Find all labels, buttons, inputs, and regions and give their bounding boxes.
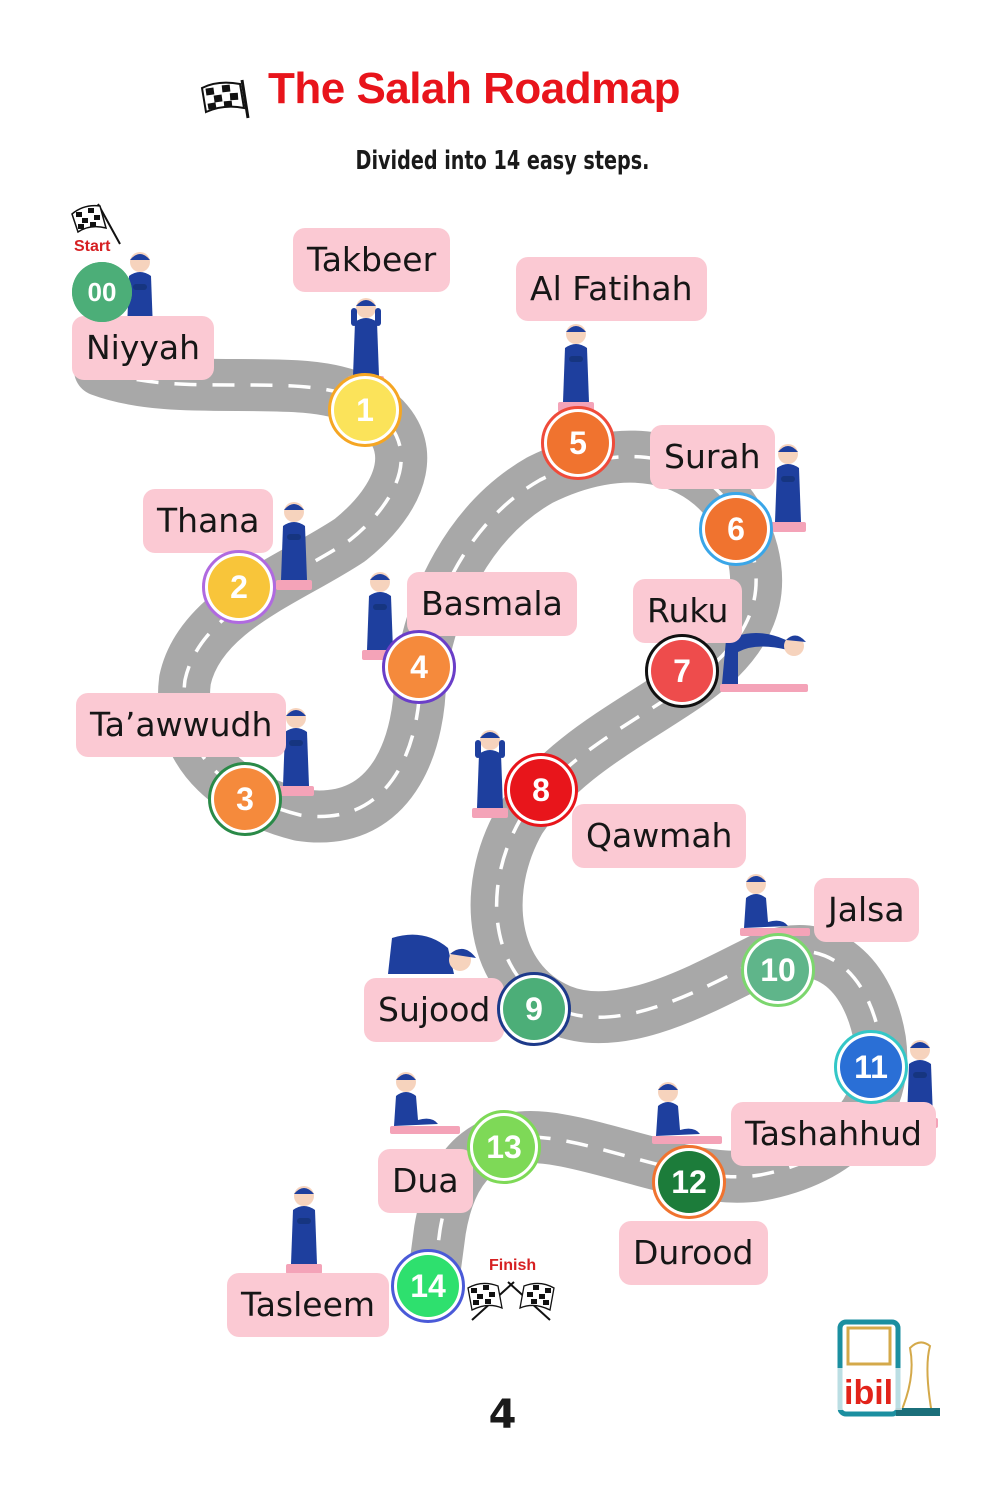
step-badge-11: 11: [834, 1030, 908, 1104]
step-label-qawmah: Qawmah: [572, 804, 747, 868]
step-badge-00: 00: [72, 262, 132, 322]
start-marker-text: Start: [74, 238, 111, 255]
step-label-niyyah: Niyyah: [72, 316, 215, 380]
step-label-ruku: Ruku: [633, 579, 743, 643]
step-label-sujood: Sujood: [364, 978, 505, 1042]
step-label-takbeer: Takbeer: [293, 228, 451, 292]
praying-figure-al-fatihah: [558, 324, 594, 412]
praying-figure-thana: [276, 502, 312, 590]
step-badge-8: 8: [504, 753, 578, 827]
step-label-taawwudh: Ta’awwudh: [76, 693, 287, 757]
step-label-al-fatihah: Al Fatihah: [516, 257, 707, 321]
step-badge-10: 10: [741, 933, 815, 1007]
step-badge-2: 2: [202, 550, 276, 624]
praying-figure-qawmah: [472, 730, 508, 818]
bowing-figure-ruku: [720, 633, 808, 692]
step-badge-4: 4: [382, 630, 456, 704]
step-label-thana: Thana: [143, 489, 274, 553]
sitting-figure-durood: [652, 1082, 722, 1144]
step-badge-9: 9: [497, 972, 571, 1046]
page-subtitle: Divided into 14 easy steps.: [355, 146, 650, 176]
page-number: 4: [488, 1392, 517, 1438]
finish-flags-icon: [467, 1281, 555, 1321]
prostrating-figure-sujood: [388, 934, 476, 974]
step-badge-14: 14: [391, 1249, 465, 1323]
praying-figure-basmala: [362, 572, 398, 660]
logo-text: ibil: [844, 1374, 893, 1412]
start-flag-icon: [71, 203, 121, 245]
sitting-figure-jalsa: [740, 874, 810, 936]
step-badge-5: 5: [541, 406, 615, 480]
step-badge-3: 3: [208, 762, 282, 836]
step-badge-1: 1: [328, 373, 402, 447]
step-badge-6: 6: [699, 492, 773, 566]
step-label-tasleem: Tasleem: [227, 1273, 390, 1337]
step-label-durood: Durood: [619, 1221, 768, 1285]
sitting-figure-dua: [390, 1072, 460, 1134]
step-badge-13: 13: [467, 1110, 541, 1184]
praying-figure-taawwudh: [278, 708, 314, 796]
praying-figure-tasleem: [286, 1186, 322, 1274]
step-label-jalsa: Jalsa: [814, 878, 919, 942]
step-label-surah: Surah: [650, 425, 775, 489]
ibil-logo: ibil: [836, 1319, 940, 1417]
checkered-flag-icon: [200, 79, 250, 119]
step-badge-7: 7: [645, 634, 719, 708]
step-label-dua: Dua: [378, 1149, 473, 1213]
finish-marker-text: Finish: [489, 1257, 537, 1274]
step-label-basmala: Basmala: [407, 572, 577, 636]
praying-figure-surah: [770, 444, 806, 532]
step-label-tashahhud: Tashahhud: [731, 1102, 936, 1166]
step-badge-12: 12: [652, 1145, 726, 1219]
page-title: The Salah Roadmap: [268, 64, 681, 113]
